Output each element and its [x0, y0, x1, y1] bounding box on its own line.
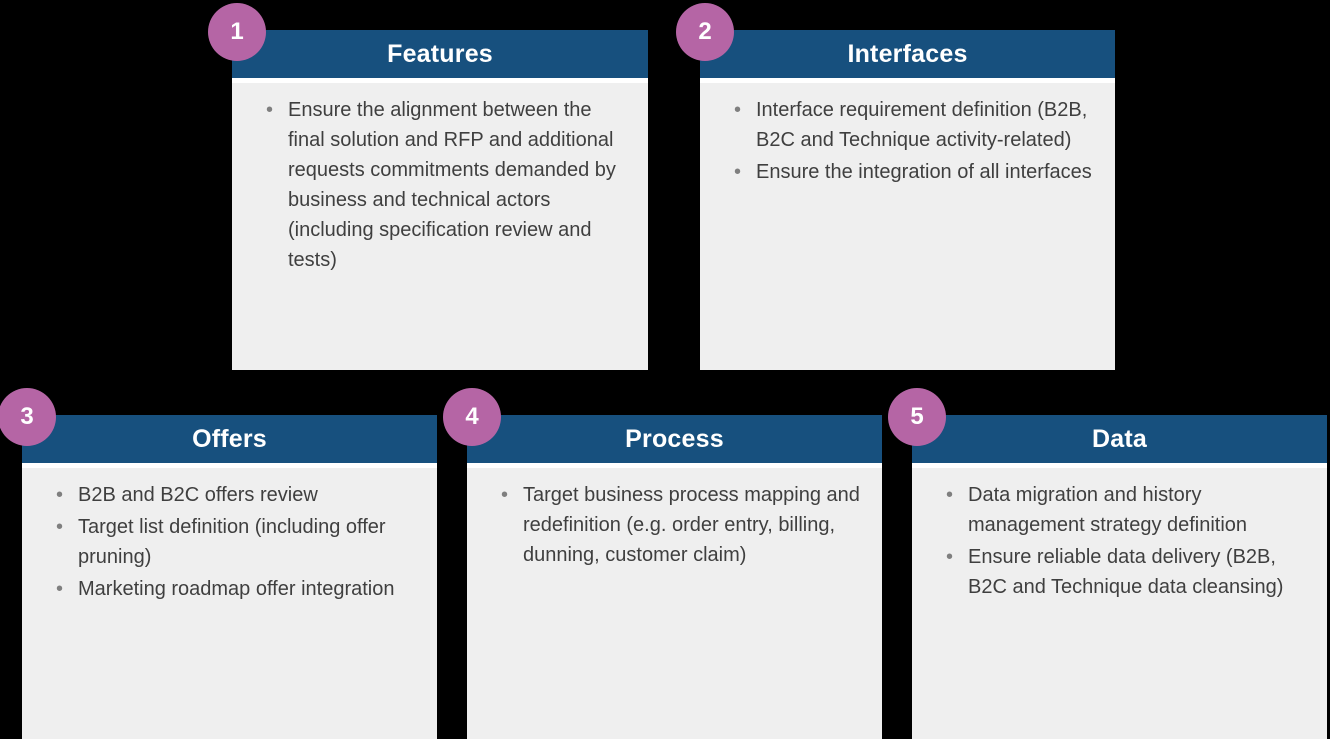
card-title: Interfaces	[847, 39, 968, 68]
card-title: Process	[625, 424, 724, 453]
bullet-list: Target business process mapping and rede…	[497, 480, 864, 570]
card-data: 5 Data Data migration and history manage…	[888, 388, 1327, 739]
step-badge-3: 3	[0, 388, 56, 446]
card-features: 1 Features Ensure the alignment between …	[208, 3, 648, 370]
step-number: 1	[230, 18, 244, 45]
card-header: Offers	[22, 415, 437, 468]
bullet-item: Data migration and history management st…	[942, 480, 1309, 540]
card-interfaces: 2 Interfaces Interface requirement defin…	[676, 3, 1115, 370]
step-badge-5: 5	[888, 388, 946, 446]
step-badge-4: 4	[443, 388, 501, 446]
card-header: Data	[912, 415, 1327, 468]
card-body: Data migration and history management st…	[912, 468, 1327, 616]
card-header: Features	[232, 30, 648, 83]
step-number: 4	[465, 403, 479, 430]
bullet-item: B2B and B2C offers review	[52, 480, 419, 510]
card-offers: 3 Offers B2B and B2C offers review Targe…	[0, 388, 437, 739]
bullet-list: Data migration and history management st…	[942, 480, 1309, 602]
step-number: 5	[910, 403, 924, 430]
step-number: 2	[698, 18, 712, 45]
card-body: B2B and B2C offers review Target list de…	[22, 468, 437, 618]
card-header: Interfaces	[700, 30, 1115, 83]
card-title: Data	[1092, 424, 1147, 453]
bullet-item: Ensure the integration of all interfaces	[730, 157, 1097, 187]
card-process: 4 Process Target business process mappin…	[443, 388, 882, 739]
card-body: Interface requirement definition (B2B, B…	[700, 83, 1115, 201]
bullet-list: Ensure the alignment between the final s…	[262, 95, 630, 275]
bullet-list: B2B and B2C offers review Target list de…	[52, 480, 419, 604]
card-title: Features	[387, 39, 493, 68]
bullet-item: Interface requirement definition (B2B, B…	[730, 95, 1097, 155]
step-badge-2: 2	[676, 3, 734, 61]
bullet-list: Interface requirement definition (B2B, B…	[730, 95, 1097, 187]
bullet-item: Target list definition (including offer …	[52, 512, 419, 572]
bullet-item: Marketing roadmap offer integration	[52, 574, 419, 604]
card-body: Ensure the alignment between the final s…	[232, 83, 648, 289]
card-header: Process	[467, 415, 882, 468]
step-badge-1: 1	[208, 3, 266, 61]
card-body: Target business process mapping and rede…	[467, 468, 882, 584]
step-number: 3	[20, 403, 34, 430]
card-title: Offers	[192, 424, 267, 453]
bullet-item: Target business process mapping and rede…	[497, 480, 864, 570]
bullet-item: Ensure reliable data delivery (B2B, B2C …	[942, 542, 1309, 602]
bullet-item: Ensure the alignment between the final s…	[262, 95, 630, 275]
